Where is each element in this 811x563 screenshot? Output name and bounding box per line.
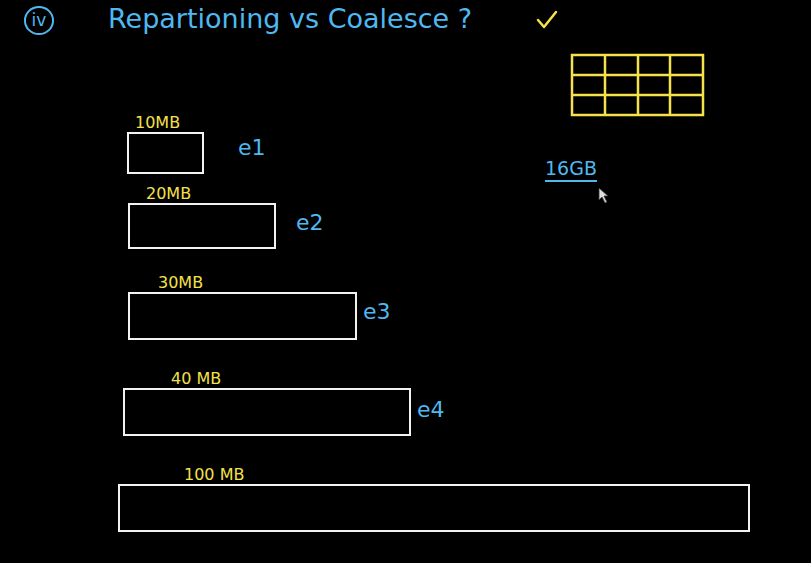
executor-tag: e4 xyxy=(417,398,445,422)
partition-box: 100 MB xyxy=(118,484,750,532)
partition-box: 30MBe3 xyxy=(128,292,357,340)
partition-box: 20MBe2 xyxy=(128,203,276,249)
mouse-cursor xyxy=(599,188,608,203)
executor-tag: e3 xyxy=(363,300,391,324)
size-label: 20MB xyxy=(146,185,191,203)
executor-tag: e1 xyxy=(238,136,266,160)
memory-size: 16GB xyxy=(545,158,597,182)
partition-box: 40 MBe4 xyxy=(123,388,411,436)
check-mark xyxy=(538,12,556,27)
size-label: 10MB xyxy=(135,114,180,132)
partition-grid xyxy=(572,55,703,115)
size-label: 30MB xyxy=(158,274,203,292)
section-number: iv xyxy=(24,6,54,35)
partition-box: 10MBe1 xyxy=(127,132,204,174)
title: Repartioning vs Coalesce ? xyxy=(108,4,472,34)
size-label: 100 MB xyxy=(184,466,244,484)
size-label: 40 MB xyxy=(171,370,221,388)
executor-tag: e2 xyxy=(296,211,324,235)
